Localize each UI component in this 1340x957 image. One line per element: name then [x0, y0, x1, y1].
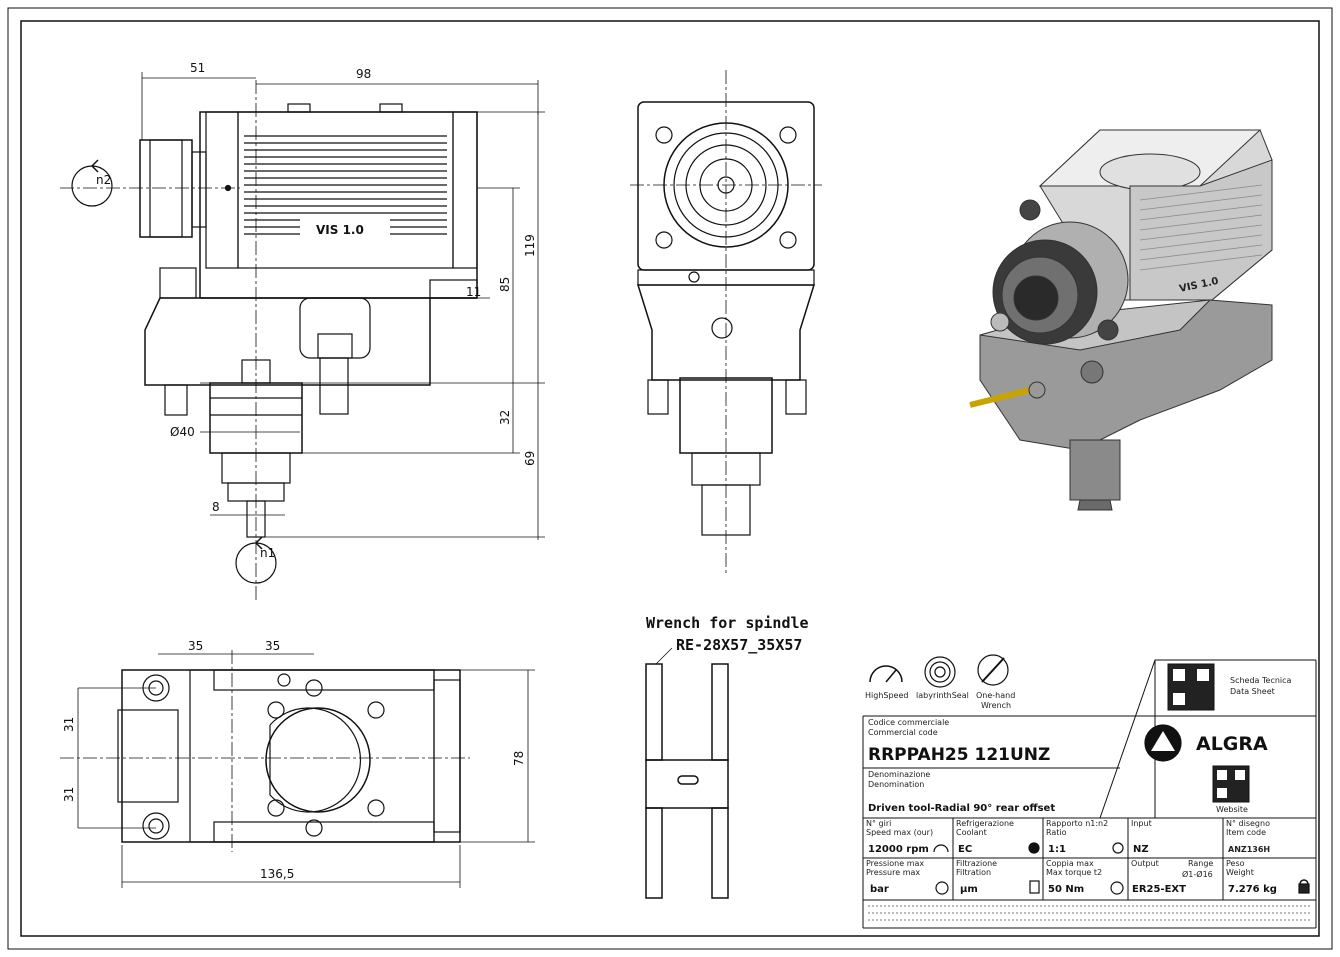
- denomination-label-en: Denomination: [868, 780, 924, 789]
- rpm-value: 12000 rpm: [868, 844, 929, 855]
- coolant-drop-icon: [1028, 842, 1040, 854]
- algra-logo: [1144, 724, 1182, 762]
- high-speed-label: HighSpeed: [865, 691, 908, 700]
- dim-69: 69: [523, 451, 537, 466]
- torque-icon: [1110, 881, 1124, 895]
- range-label: Range: [1188, 859, 1213, 868]
- denomination-label-it: Denominazione: [868, 770, 930, 779]
- dim-51: 51: [190, 61, 205, 75]
- lock-icon: [1298, 883, 1310, 894]
- ratio-value: 1:1: [1048, 844, 1066, 855]
- torque-label-1: Coppia max: [1046, 859, 1094, 868]
- coolant-value: EC: [958, 844, 972, 855]
- rotation-n1-icon: [235, 536, 277, 584]
- dim-136-5: 136,5: [260, 867, 294, 881]
- dim-85: 85: [498, 277, 512, 292]
- n1-label: n1: [260, 546, 275, 560]
- denomination: Driven tool-Radial 90° rear offset: [868, 803, 1055, 814]
- dim-31b: 31: [62, 787, 76, 802]
- dim-dia40: Ø40: [170, 425, 195, 439]
- pressure-value: bar: [870, 884, 889, 895]
- labyrinth-seal-icon: [924, 656, 956, 688]
- rpm-label-1: N° giri: [866, 819, 891, 828]
- dim-8: 8: [212, 500, 220, 514]
- data-sheet: Data Sheet: [1230, 687, 1275, 696]
- ratio-label-2: Ratio: [1046, 828, 1067, 837]
- pressure-label-2: Pressure max: [866, 868, 920, 877]
- speed-icon: [933, 844, 949, 853]
- code-label-en: Commercial code: [868, 728, 938, 737]
- n2-label: n2: [96, 173, 111, 187]
- dim-11: 11: [466, 285, 481, 299]
- filtration-label-1: Filtrazione: [956, 859, 997, 868]
- range-value: Ø1-Ø16: [1182, 869, 1213, 879]
- output-value: ER25-EXT: [1132, 884, 1186, 895]
- dim-31a: 31: [62, 717, 76, 732]
- wrench-icon-label: Wrench: [981, 701, 1011, 710]
- filtration-label-2: Filtration: [956, 868, 991, 877]
- drawing-label-2: Item code: [1226, 828, 1266, 837]
- top-dimensions: [77, 653, 535, 888]
- wrench-drawing: [645, 663, 729, 899]
- torque-label-2: Max torque t2: [1046, 868, 1102, 877]
- website-label: Website: [1216, 805, 1248, 814]
- coolant-label-1: Refrigerazione: [956, 819, 1014, 828]
- weight-label-2: Weight: [1226, 868, 1254, 877]
- input-label: Input: [1131, 819, 1152, 828]
- dim-78: 78: [512, 751, 526, 766]
- wrench-code: RE-28X57_35X57: [676, 636, 802, 654]
- rpm-label-2: Speed max (our): [866, 828, 933, 837]
- top-view: [60, 650, 470, 852]
- rotation-n2-icon: [71, 159, 113, 207]
- outer-frame: [7, 7, 1333, 950]
- one-hand-wrench-icon: [977, 654, 1009, 686]
- title-block: [862, 659, 1317, 929]
- isometric-view: [969, 129, 1273, 511]
- front-dimensions: [141, 72, 545, 540]
- drawing-label-1: N° disegno: [1226, 819, 1270, 828]
- vis-label: VIS 1.0: [316, 223, 364, 237]
- pressure-gauge-icon: [935, 881, 949, 895]
- brand-name: ALGRA: [1196, 733, 1268, 755]
- dim-32: 32: [498, 410, 512, 425]
- dim-98: 98: [356, 67, 371, 81]
- weight-label-1: Peso: [1226, 859, 1245, 868]
- weight-value: 7.276 kg: [1228, 884, 1277, 895]
- wrench-leader: [655, 647, 673, 665]
- inner-frame: [20, 20, 1320, 937]
- dim-35b: 35: [265, 639, 280, 653]
- dim-35a: 35: [188, 639, 203, 653]
- input-value: NZ: [1133, 844, 1149, 855]
- one-hand-label: One-hand: [976, 691, 1015, 700]
- labyrinth-label: labyrinthSeal: [916, 691, 969, 700]
- pressure-label-1: Pressione max: [866, 859, 924, 868]
- wrench-title: Wrench for spindle: [646, 614, 809, 632]
- front-view: VIS 1.0: [60, 80, 478, 600]
- coolant-label-2: Coolant: [956, 828, 987, 837]
- filter-bin-icon: [1029, 880, 1040, 894]
- side-view: [630, 70, 822, 575]
- dim-119: 119: [523, 234, 537, 257]
- scheda-tecnica: Scheda Tecnica: [1230, 676, 1292, 685]
- high-speed-icon: [869, 665, 903, 683]
- commercial-code: RRPPAH25 121UNZ: [868, 745, 1050, 765]
- filtration-value: µm: [960, 884, 978, 895]
- drawing-value: ANZ136H: [1228, 845, 1270, 854]
- ratio-label-1: Rapporto n1:n2: [1046, 819, 1108, 828]
- output-label: Output: [1131, 859, 1159, 868]
- gear-icon: [1112, 842, 1124, 854]
- torque-value: 50 Nm: [1048, 884, 1084, 895]
- code-label-it: Codice commerciale: [868, 718, 949, 727]
